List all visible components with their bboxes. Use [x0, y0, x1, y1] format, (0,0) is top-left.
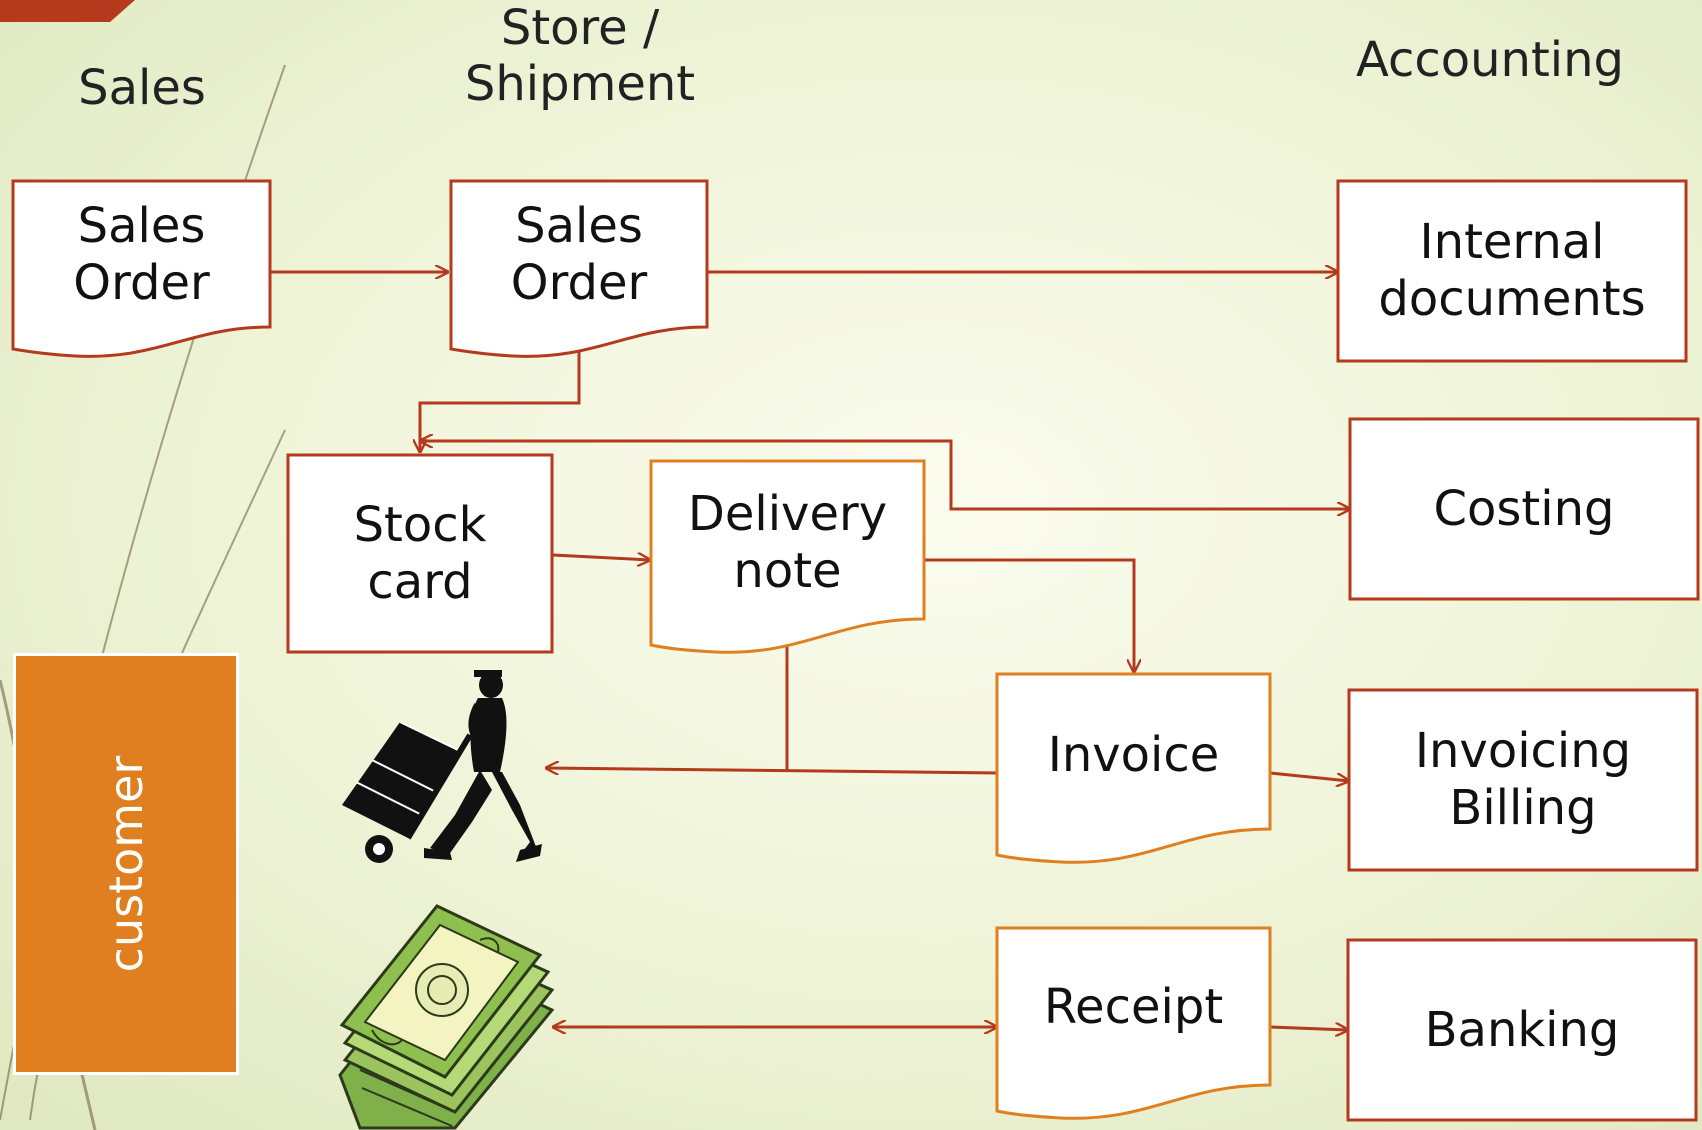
costing-shape: [1348, 417, 1700, 601]
delivery-note-doc-shape: [649, 459, 926, 654]
invoicing-billing-shape: [1347, 688, 1699, 872]
banking-label: Banking: [1424, 1001, 1620, 1058]
internal-documents-shape: [1336, 179, 1688, 363]
arrow-invoice-to-invoicing-billing: [1269, 771, 1349, 781]
store-sales-order-doc-shape: [449, 179, 709, 358]
costing-label: Costing: [1433, 480, 1615, 537]
document-shapes: [11, 179, 1272, 1120]
arrow-stock-card-to-delivery-note: [552, 555, 650, 560]
invoice-doc-shape: [995, 672, 1272, 864]
receipt-doc-shape: [995, 926, 1272, 1120]
column-header-sales: Sales: [78, 60, 206, 116]
column-header-accounting: Accounting: [1355, 32, 1625, 88]
connectors: [270, 272, 1350, 1030]
delivery-worker-with-hand-truck-icon: [342, 670, 542, 863]
arrow-invoice-to-delivery-worker: [546, 768, 999, 773]
column-header-store-shipment: Store / Shipment: [464, 0, 696, 112]
stock-card-label: Stock card: [353, 496, 487, 610]
customer-label: customer: [99, 755, 153, 973]
arrow-costing-to-stock-card: [420, 441, 1350, 509]
rectangle-shapes: [286, 179, 1700, 1122]
arrow-store-to-stock-card: [420, 352, 581, 452]
customer-box: customer: [13, 653, 239, 1075]
sales-order-label: Sales Order: [73, 198, 210, 311]
stock-card-shape: [286, 453, 554, 654]
banking-shape: [1346, 938, 1698, 1122]
internal-documents-label: Internal documents: [1378, 214, 1646, 327]
corner-accent: [0, 0, 135, 22]
receipt-label: Receipt: [1043, 978, 1224, 1035]
arrow-receipt-to-banking: [1269, 1027, 1348, 1030]
arrow-delivery-note-to-invoice: [924, 558, 1134, 672]
invoicing-billing-label: Invoicing Billing: [1414, 723, 1632, 836]
money-stack-icon: [338, 904, 555, 1130]
delivery-note-label: Delivery note: [687, 486, 888, 599]
store-sales-order-label: Sales Order: [510, 198, 648, 311]
sales-order-doc-shape: [11, 179, 272, 358]
invoice-label: Invoice: [1047, 726, 1220, 783]
